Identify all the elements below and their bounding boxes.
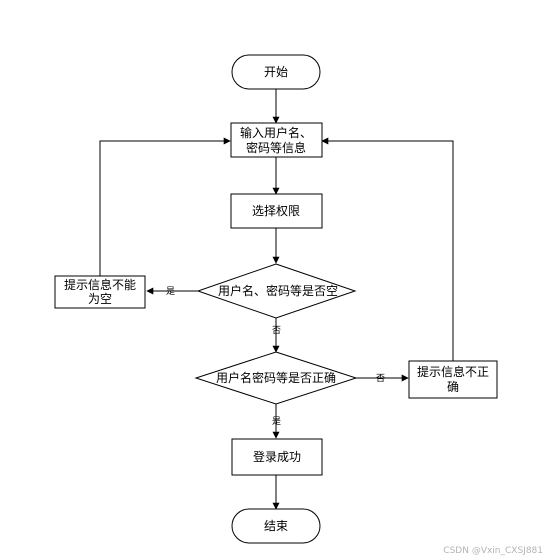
msg-empty-line1: 提示信息不能 (64, 277, 136, 292)
success-box (231, 438, 323, 476)
msg-empty-line2: 为空 (88, 292, 112, 306)
success-label: 登录成功 (253, 449, 301, 464)
edge-msg-incorrect-back (321, 137, 454, 397)
end-label: 结束 (264, 519, 288, 533)
check-empty-label: 用户名、密码等是否空 (218, 283, 338, 298)
msg-empty-box (54, 275, 146, 309)
edge-label-correct-no: 否 (376, 373, 385, 384)
edge-msg-empty-back (99, 137, 231, 276)
input-box (230, 122, 323, 158)
edge-label-empty-no: 否 (272, 325, 281, 336)
msg-incorrect-box (408, 360, 498, 399)
start-terminator (231, 54, 321, 90)
select-label: 选择权限 (252, 204, 300, 218)
edge-label-correct-yes: 是 (272, 416, 281, 427)
check-empty-diamond (196, 263, 357, 319)
input-label-line2: 密码等信息 (246, 140, 306, 155)
end-terminator (231, 508, 321, 544)
msg-incorrect-line1: 提示信息不正 (417, 364, 489, 379)
input-label-line1: 输入用户名、 (240, 125, 312, 140)
watermark: CSDN @Vxin_CXSJ881 (443, 546, 543, 556)
check-correct-diamond (194, 351, 358, 405)
select-box (230, 193, 323, 229)
start-label: 开始 (264, 65, 288, 79)
check-correct-label: 用户名密码等是否正确 (216, 370, 336, 385)
msg-incorrect-line2: 确 (447, 380, 459, 394)
edge-label-empty-yes: 是 (166, 286, 175, 297)
